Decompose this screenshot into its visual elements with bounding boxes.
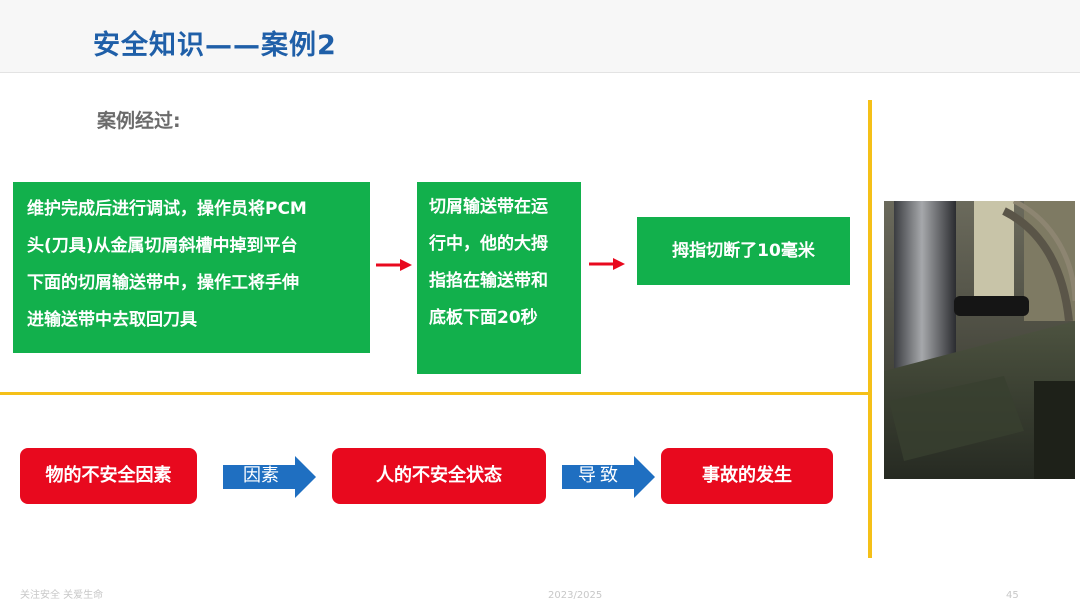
page-number: 45 bbox=[1006, 589, 1019, 603]
page-title: 安全知识——案例2 bbox=[93, 28, 337, 64]
flow-step-2: 切屑输送带在运 行中，他的大拇 指掐在输送带和 底板下面20秒 bbox=[417, 182, 581, 374]
footer-left-text: 关注安全 关爱生命 bbox=[20, 589, 103, 603]
flow-step-2-line: 底板下面20秒 bbox=[429, 300, 573, 337]
arrow-label-factor: 因素 bbox=[224, 462, 298, 490]
flow-step-2-line: 指掐在输送带和 bbox=[429, 263, 573, 300]
cause-unsafe-behavior: 人的不安全状态 bbox=[332, 448, 546, 504]
flow-step-1: 维护完成后进行调试，操作员将PCM 头(刀具)从金属切屑斜槽中掉到平台 下面的切… bbox=[13, 182, 370, 353]
flow-step-2-line: 切屑输送带在运 bbox=[429, 189, 573, 226]
machine-photo bbox=[884, 201, 1075, 479]
vertical-divider bbox=[868, 100, 872, 558]
flow-step-1-line: 维护完成后进行调试，操作员将PCM bbox=[27, 191, 360, 228]
horizontal-divider bbox=[0, 392, 870, 395]
cause-accident: 事故的发生 bbox=[661, 448, 833, 504]
photo-icon bbox=[884, 201, 1075, 479]
footer-date: 2023/2025 bbox=[548, 589, 602, 603]
cause-unsafe-object: 物的不安全因素 bbox=[20, 448, 197, 504]
flow-step-1-line: 头(刀具)从金属切屑斜槽中掉到平台 bbox=[27, 228, 360, 265]
red-arrow-icon bbox=[589, 256, 625, 272]
header-bar: 安全知识——案例2 bbox=[0, 0, 1080, 73]
flow-step-1-line: 进输送带中去取回刀具 bbox=[27, 302, 360, 339]
flow-step-2-line: 行中，他的大拇 bbox=[429, 226, 573, 263]
flow-step-1-line: 下面的切屑输送带中，操作工将手伸 bbox=[27, 265, 360, 302]
flow-step-3: 拇指切断了10毫米 bbox=[637, 217, 850, 285]
arrow-label-lead-to: 导致 bbox=[563, 462, 637, 490]
red-arrow-icon bbox=[376, 257, 412, 273]
section-subtitle: 案例经过: bbox=[97, 108, 181, 134]
